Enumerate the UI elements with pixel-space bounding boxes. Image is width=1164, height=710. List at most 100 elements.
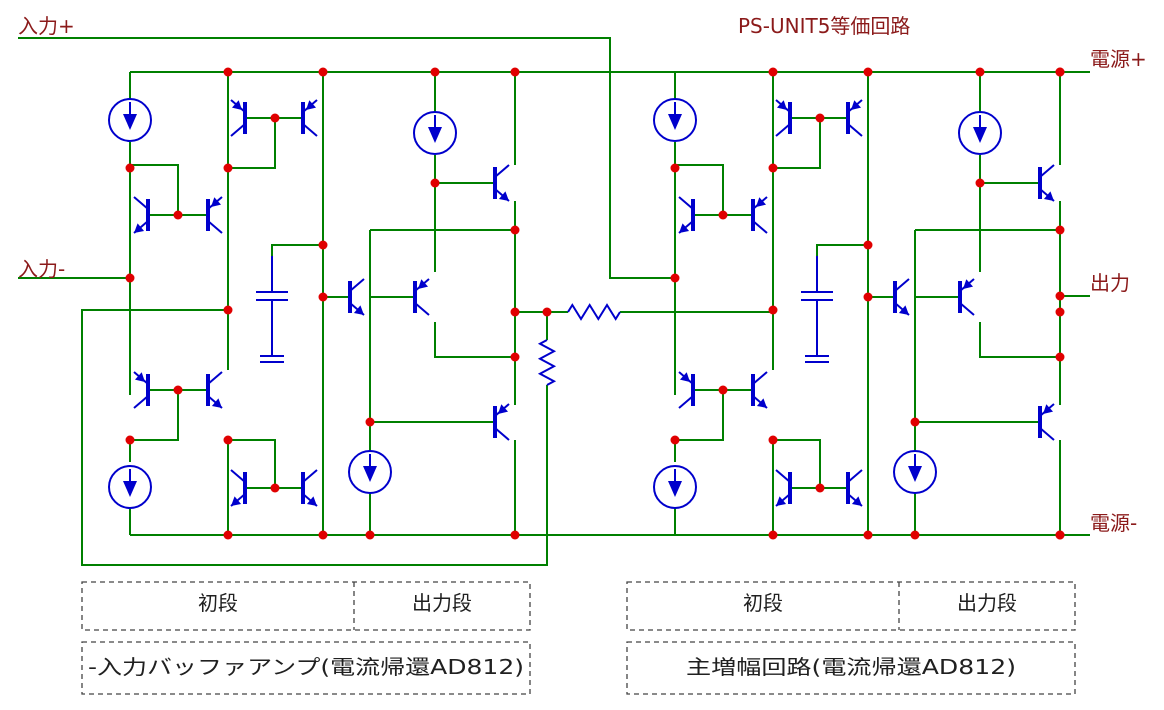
main-current-source-out-bottom bbox=[893, 450, 937, 494]
buffer-q-mirror-3 bbox=[230, 469, 247, 507]
wire bbox=[816, 244, 868, 256]
junction-dot bbox=[173, 385, 183, 395]
junction-dot bbox=[173, 210, 183, 220]
junction-dot bbox=[670, 435, 680, 445]
main-q-buffer-1 bbox=[893, 278, 910, 316]
main-q-out-lower bbox=[1038, 403, 1055, 441]
junction-dot bbox=[510, 67, 520, 77]
main-current-source-bottom bbox=[653, 465, 697, 509]
series-resistor bbox=[567, 303, 621, 321]
buffer-current-source-out-bottom bbox=[348, 450, 392, 494]
junction-dot bbox=[318, 530, 328, 540]
feedback-resistor bbox=[537, 339, 557, 386]
main-q-in-4 bbox=[751, 371, 768, 409]
wire bbox=[228, 439, 276, 488]
main-current-source-top bbox=[653, 98, 697, 142]
junction-dots bbox=[125, 67, 1065, 540]
right-stage1-label: 初段 bbox=[743, 591, 783, 615]
label-supply-minus: 電源- bbox=[1090, 511, 1137, 535]
junction-dot bbox=[670, 163, 680, 173]
buffer-q-mirror-4 bbox=[301, 469, 318, 507]
junction-dot bbox=[1055, 225, 1065, 235]
junction-dot bbox=[430, 178, 440, 188]
buffer-q-buffer-1 bbox=[348, 278, 365, 316]
buffer-q-out-upper bbox=[493, 164, 510, 202]
wire bbox=[130, 164, 179, 215]
devices bbox=[108, 98, 1055, 509]
label-supply-plus: 電源+ bbox=[1090, 47, 1147, 71]
left-block-name: -入力バッファアンプ(電流帰還AD812) bbox=[88, 655, 524, 679]
wire bbox=[675, 164, 724, 215]
main-q-in-3 bbox=[678, 371, 695, 409]
label-input-plus: 入力+ bbox=[18, 14, 75, 38]
junction-dot bbox=[270, 483, 280, 493]
junction-dot bbox=[670, 273, 680, 283]
wires bbox=[18, 37, 1090, 566]
wire bbox=[675, 390, 724, 441]
junction-dot bbox=[1055, 291, 1065, 301]
junction-dot bbox=[125, 435, 135, 445]
junction-dot bbox=[910, 417, 920, 427]
wire bbox=[773, 439, 821, 488]
junction-dot bbox=[815, 483, 825, 493]
buffer-current-source-top bbox=[108, 98, 152, 142]
wire bbox=[979, 322, 1060, 358]
junction-dot bbox=[863, 530, 873, 540]
junction-dot bbox=[1055, 307, 1065, 317]
buffer-q-out-lower bbox=[493, 403, 510, 441]
main-compensation-capacitor bbox=[801, 256, 833, 363]
junction-dot bbox=[510, 225, 520, 235]
junction-dot bbox=[863, 67, 873, 77]
label-input-minus: 入力- bbox=[18, 257, 65, 281]
wire bbox=[515, 311, 548, 340]
main-q-out-upper bbox=[1038, 164, 1055, 202]
junction-dot bbox=[768, 305, 778, 315]
junction-dot bbox=[768, 530, 778, 540]
junction-dot bbox=[863, 240, 873, 250]
input-plus-wire bbox=[18, 37, 675, 279]
junction-dot bbox=[223, 67, 233, 77]
main-q-mirror-1 bbox=[775, 99, 792, 137]
main-q-mirror-3 bbox=[775, 469, 792, 507]
junction-dot bbox=[1055, 67, 1065, 77]
right-block-name: 主増幅回路(電流帰還AD812) bbox=[686, 655, 1016, 679]
left-name-frame bbox=[81, 641, 531, 695]
junction-dot bbox=[270, 113, 280, 123]
buffer-q-mirror-1 bbox=[230, 99, 247, 137]
junction-dot bbox=[365, 530, 375, 540]
left-stage-frame bbox=[81, 581, 531, 631]
junction-dot bbox=[542, 307, 552, 317]
wire bbox=[434, 322, 515, 358]
junction-dot bbox=[510, 352, 520, 362]
feedback-wire bbox=[81, 309, 548, 566]
buffer-q-in-4 bbox=[206, 371, 223, 409]
buffer-compensation-capacitor bbox=[256, 256, 288, 363]
junction-dot bbox=[318, 292, 328, 302]
buffer-q-in-2 bbox=[206, 196, 223, 234]
junction-dot bbox=[718, 385, 728, 395]
junction-dot bbox=[430, 67, 440, 77]
junction-dot bbox=[768, 435, 778, 445]
junction-dot bbox=[1055, 352, 1065, 362]
wire bbox=[130, 390, 179, 441]
junction-dot bbox=[125, 273, 135, 283]
main-current-source-out-top bbox=[958, 111, 1002, 155]
junction-dot bbox=[318, 240, 328, 250]
junction-dot bbox=[815, 113, 825, 123]
junction-dot bbox=[910, 530, 920, 540]
junction-dot bbox=[768, 67, 778, 77]
main-q-in-2 bbox=[751, 196, 768, 234]
junction-dot bbox=[510, 530, 520, 540]
buffer-current-source-bottom bbox=[108, 465, 152, 509]
block-frames bbox=[81, 581, 1076, 695]
wire bbox=[773, 118, 821, 169]
wire bbox=[271, 244, 323, 256]
junction-dot bbox=[1055, 530, 1065, 540]
main-q-in-1 bbox=[678, 196, 695, 234]
diagram-title: PS-UNIT5等価回路 bbox=[738, 14, 910, 38]
junction-dot bbox=[223, 163, 233, 173]
buffer-q-buffer-2 bbox=[413, 278, 430, 316]
junction-dot bbox=[975, 67, 985, 77]
junction-dot bbox=[318, 67, 328, 77]
